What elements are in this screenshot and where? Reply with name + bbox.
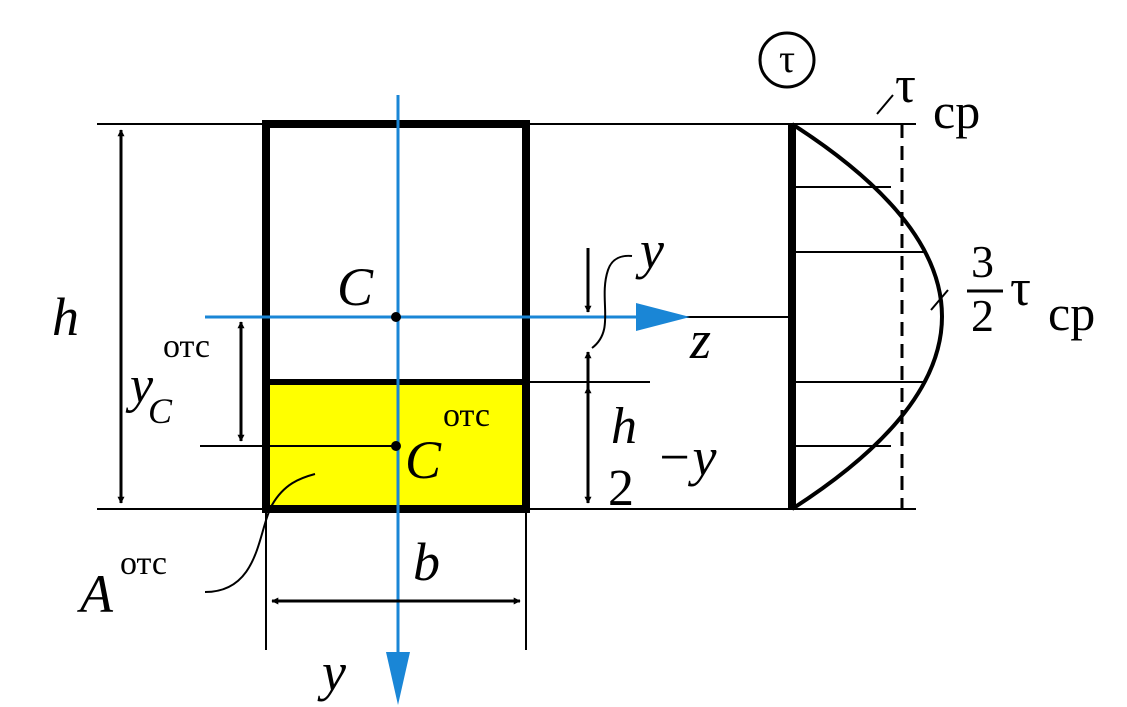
- area-leader: [204, 473, 316, 593]
- h-half-denominator: 2: [608, 460, 634, 517]
- minus-y-label: −y: [656, 427, 716, 487]
- fraction-numerator: 3: [971, 236, 994, 287]
- tau-max-leader: [930, 289, 949, 311]
- b-label: b: [413, 532, 440, 592]
- y-offset-label: y: [635, 220, 664, 280]
- fraction-denominator: 2: [971, 290, 994, 341]
- tau-max-symbol: τ: [1010, 260, 1031, 317]
- z-axis-label: z: [689, 310, 711, 370]
- tau-max-sub: ср: [1048, 285, 1095, 341]
- yc-sub-label: C: [148, 391, 173, 431]
- y-offset-leader: [591, 254, 633, 349]
- tau-avg-sub: ср: [933, 83, 980, 139]
- h-half-numerator: h: [611, 398, 637, 455]
- centroid-dot: [391, 312, 401, 322]
- cutoff-centroid-label: C: [405, 430, 442, 490]
- area-label: A: [77, 564, 114, 624]
- y-axis-arrowhead: [386, 652, 410, 705]
- centroid-label: C: [337, 257, 374, 317]
- tau-hatching: [792, 186, 925, 447]
- y-axis-label: y: [317, 642, 346, 702]
- cutoff-centroid-dot: [391, 441, 401, 451]
- z-axis-arrowhead: [636, 303, 690, 331]
- yc-label: y: [125, 357, 154, 414]
- tau-circle: [758, 31, 816, 89]
- tau-avg-symbol: τ: [895, 57, 916, 114]
- h-label: h: [52, 287, 79, 347]
- tau-circle-symbol: τ: [779, 36, 795, 81]
- cutoff-centroid-sup-label: отс: [443, 397, 490, 434]
- yc-sup-label: отс: [163, 328, 210, 365]
- area-sup-label: отс: [120, 545, 167, 582]
- tau-avg-leader: [876, 94, 894, 115]
- tau-parabola: [790, 122, 944, 511]
